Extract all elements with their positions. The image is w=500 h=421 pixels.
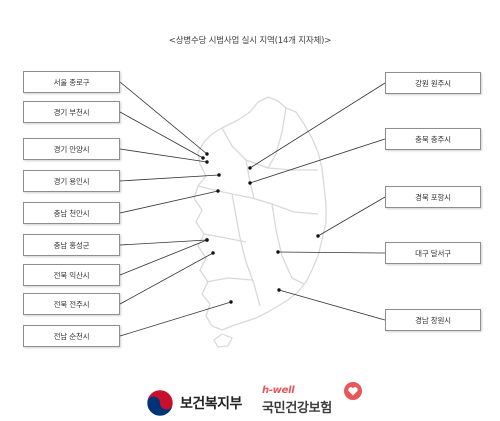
region-dot-left-2 (201, 156, 205, 160)
nhis-logo: h-well 국민건강보험 (262, 382, 362, 418)
connector-line-left-3 (119, 148, 208, 163)
connector-line-left-9 (119, 301, 232, 337)
connector-line-right-2 (249, 138, 386, 184)
connector-line-left-4 (119, 174, 220, 182)
connector-line-right-5 (278, 289, 386, 321)
connector-line-left-6 (119, 239, 208, 246)
connector-dots (201, 152, 320, 304)
region-dot-right-3 (316, 234, 320, 238)
connector-lines (119, 81, 386, 337)
right-region-box-5: 경남 창원시 (385, 309, 481, 331)
left-region-box-1: 서울 종로구 (23, 71, 120, 93)
region-dot-left-4 (217, 173, 221, 177)
ministry-logo: 보건복지부 (146, 388, 242, 418)
connector-line-left-8 (119, 252, 214, 305)
connector-line-right-4 (277, 251, 386, 254)
diagram-title: <상병수당 시범사업 실시 지역(14개 지자체)> (168, 36, 332, 46)
region-dot-left-8 (211, 251, 215, 255)
connector-line-left-7 (119, 239, 208, 276)
connector-line-left-2 (119, 111, 204, 159)
taegeuk-icon (146, 389, 174, 417)
left-region-box-7: 전북 익산시 (23, 264, 120, 286)
left-region-box-6: 충남 홍성군 (23, 234, 120, 256)
ministry-name: 보건복지부 (180, 396, 242, 412)
region-dot-left-9 (229, 300, 233, 304)
jeju-island-outline (213, 333, 233, 348)
right-region-box-2: 충북 충주시 (385, 128, 481, 150)
left-region-box-3: 경기 안양시 (23, 138, 120, 160)
right-region-box-4: 대구 달서구 (385, 242, 481, 264)
connector-line-left-5 (119, 190, 219, 214)
region-dot-left-3 (205, 160, 209, 164)
region-dot-right-4 (276, 250, 280, 254)
right-region-box-3: 경북 포항시 (385, 186, 481, 208)
heart-icon (344, 382, 362, 400)
nhis-name: 국민건강보험 (262, 401, 332, 416)
region-dot-left-1 (205, 152, 209, 156)
region-dot-right-2 (248, 181, 252, 185)
right-region-box-1: 강원 원주시 (385, 72, 481, 94)
connector-line-right-1 (249, 82, 386, 169)
nhis-tagline: h-well (262, 385, 295, 396)
korea-map-outline (193, 96, 327, 331)
left-region-box-2: 경기 부천시 (23, 101, 120, 123)
left-region-box-4: 경기 용인시 (23, 170, 120, 192)
left-region-box-9: 전남 순천시 (23, 325, 120, 347)
region-dot-right-5 (277, 288, 281, 292)
region-dot-left-5 (216, 189, 220, 193)
region-dot-left-7 (205, 238, 209, 242)
left-region-box-8: 전북 전주시 (23, 293, 120, 315)
connector-line-left-1 (119, 81, 208, 155)
left-region-box-5: 충남 천안시 (23, 202, 120, 224)
region-dot-right-1 (248, 166, 252, 170)
connector-line-right-3 (317, 196, 386, 237)
